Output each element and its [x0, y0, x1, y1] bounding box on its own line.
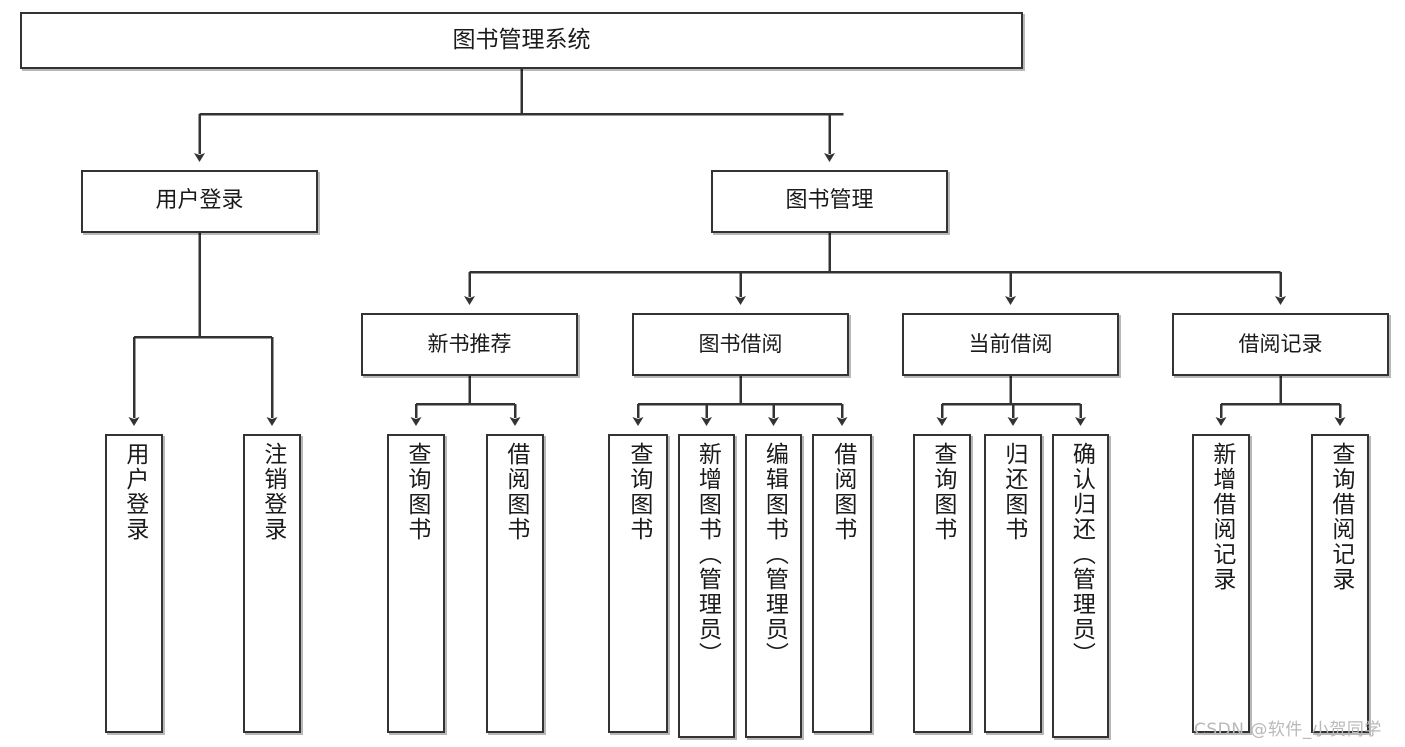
node-leaf-borrow-book-1-label: 借阅图书: [502, 442, 529, 542]
node-root-label: 图书管理系统: [452, 26, 591, 53]
node-leaf-query-book-1[interactable]: 查询图书: [387, 434, 445, 733]
node-book-manage[interactable]: 图书管理: [711, 170, 948, 233]
node-current-borrow-label: 当前借阅: [968, 331, 1053, 356]
node-leaf-edit-book[interactable]: 编辑图书（管理员）: [745, 434, 802, 738]
node-leaf-return-book[interactable]: 归还图书: [984, 434, 1042, 733]
node-borrow-record-label: 借阅记录: [1238, 331, 1323, 356]
node-leaf-add-record-label: 新增借阅记录: [1208, 442, 1235, 592]
node-leaf-borrow-book-1[interactable]: 借阅图书: [486, 434, 544, 733]
node-new-book-recommend[interactable]: 新书推荐: [361, 313, 578, 376]
node-leaf-borrow-book-2[interactable]: 借阅图书: [812, 434, 872, 733]
node-leaf-confirm-return-label: 确认归还（管理员）: [1068, 442, 1095, 667]
node-leaf-confirm-return[interactable]: 确认归还（管理员）: [1052, 434, 1109, 738]
node-leaf-query-book-3-label: 查询图书: [929, 442, 956, 542]
node-leaf-borrow-book-2-label: 借阅图书: [829, 442, 856, 542]
node-leaf-user-login-label: 用户登录: [121, 442, 148, 542]
node-leaf-query-book-2-label: 查询图书: [625, 442, 652, 542]
node-leaf-add-book[interactable]: 新增图书（管理员）: [678, 434, 735, 738]
node-root[interactable]: 图书管理系统: [20, 12, 1023, 69]
node-leaf-query-book-2[interactable]: 查询图书: [608, 434, 668, 733]
node-user-login[interactable]: 用户登录: [81, 170, 318, 233]
node-leaf-query-record[interactable]: 查询借阅记录: [1311, 434, 1369, 733]
node-leaf-return-book-label: 归还图书: [1000, 442, 1027, 542]
node-book-borrow-label: 图书借阅: [698, 331, 783, 356]
node-leaf-edit-book-label: 编辑图书（管理员）: [761, 442, 788, 667]
node-user-login-label: 用户登录: [155, 188, 244, 214]
node-current-borrow[interactable]: 当前借阅: [902, 313, 1119, 376]
node-leaf-logout[interactable]: 注销登录: [243, 434, 301, 733]
node-leaf-query-book-3[interactable]: 查询图书: [913, 434, 971, 733]
node-book-borrow[interactable]: 图书借阅: [632, 313, 849, 376]
node-leaf-user-login[interactable]: 用户登录: [105, 434, 163, 733]
node-leaf-logout-label: 注销登录: [259, 442, 286, 542]
node-leaf-query-book-1-label: 查询图书: [403, 442, 430, 542]
node-new-book-recommend-label: 新书推荐: [427, 331, 512, 356]
node-leaf-add-book-label: 新增图书（管理员）: [694, 442, 721, 667]
node-book-manage-label: 图书管理: [785, 188, 874, 214]
node-borrow-record[interactable]: 借阅记录: [1172, 313, 1389, 376]
node-leaf-add-record[interactable]: 新增借阅记录: [1192, 434, 1250, 733]
node-leaf-query-record-label: 查询借阅记录: [1327, 442, 1354, 592]
